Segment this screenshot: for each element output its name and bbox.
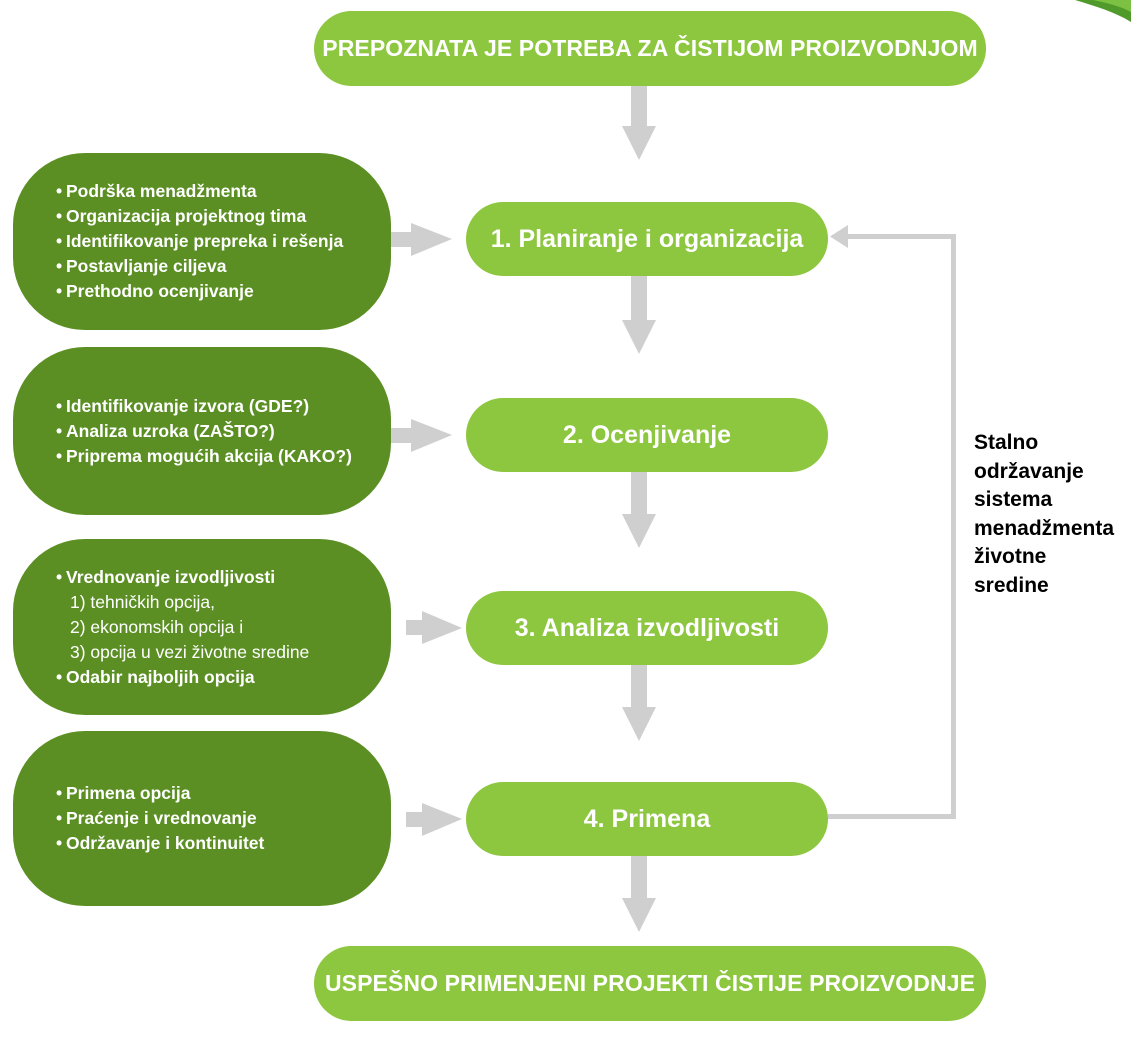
list-item: Postavljanje ciljeva xyxy=(56,254,391,279)
side-shaft-2 xyxy=(391,428,411,443)
arrowhead-to-bottom xyxy=(622,898,656,932)
loop-bottom-segment xyxy=(828,814,956,819)
step-1-label: 1. Planiranje i organizacija xyxy=(490,224,804,253)
step-4-label: 4. Primena xyxy=(583,804,711,833)
list-sub-item: 1) tehničkih opcija, xyxy=(70,591,215,612)
loop-label-line: održavanje xyxy=(974,459,1084,483)
side-box-planning: Podrška menadžmenta Organizacija projekt… xyxy=(13,153,391,330)
loop-arrowhead xyxy=(830,225,848,248)
arrowhead-to-step3 xyxy=(622,514,656,548)
list-sub-item: 2) ekonomskih opcija i xyxy=(70,616,244,637)
arrowhead-to-step4 xyxy=(622,707,656,741)
list-item: Primena opcija xyxy=(56,781,391,806)
side-shaft-4 xyxy=(406,812,422,827)
side-shaft-1 xyxy=(391,232,411,247)
step-3-box: 3. Analiza izvodljivosti xyxy=(466,591,828,665)
list-item: Analiza uzroka (ZAŠTO?) xyxy=(56,419,391,444)
side-box-planning-list: Podrška menadžmenta Organizacija projekt… xyxy=(56,179,391,304)
end-box-label: USPEŠNO PRIMENJENI PROJEKTI ČISTIJE PROI… xyxy=(324,970,976,996)
side-box-feasibility: Vrednovanje izvodljivosti 1) tehničkih o… xyxy=(13,539,391,715)
arrowhead-to-step2 xyxy=(622,320,656,354)
list-sub-item: 3) opcija u vezi životne sredine xyxy=(70,641,310,662)
side-arrowhead-2 xyxy=(411,419,452,452)
side-box-feasibility-list: Vrednovanje izvodljivosti 1) tehničkih o… xyxy=(56,565,391,690)
shaft-top-to-step1 xyxy=(631,86,647,126)
shaft-step1-to-step2 xyxy=(631,276,647,320)
loop-label-line: menadžmenta xyxy=(974,516,1115,540)
list-item: Priprema mogućih akcija (KAKO?) xyxy=(56,444,391,469)
list-item: Odabir najboljih opcija xyxy=(56,665,391,690)
step-3-label: 3. Analiza izvodljivosti xyxy=(514,613,780,642)
list-item: Identifikovanje izvora (GDE?) xyxy=(56,394,391,419)
loop-label-line: životne xyxy=(974,545,1047,568)
side-arrowhead-1 xyxy=(411,223,452,256)
shaft-step4-to-bottom xyxy=(631,856,647,898)
side-box-assessment: Identifikovanje izvora (GDE?) Analiza uz… xyxy=(13,347,391,515)
side-arrowhead-4 xyxy=(422,803,462,836)
side-box-implementation: Primena opcija Praćenje i vrednovanje Od… xyxy=(13,731,391,906)
list-item: Praćenje i vrednovanje xyxy=(56,806,391,831)
side-box-implementation-list: Primena opcija Praćenje i vrednovanje Od… xyxy=(56,781,391,856)
list-item: Vrednovanje izvodljivosti xyxy=(56,565,391,590)
feedback-loop-label: Stalno održavanje sistema menadžmenta ži… xyxy=(974,429,1131,600)
list-item: Identifikovanje prepreka i rešenja xyxy=(56,229,391,254)
loop-label-line: sredine xyxy=(974,573,1049,597)
list-item: Podrška menadžmenta xyxy=(56,179,391,204)
list-item: Održavanje i kontinuitet xyxy=(56,831,391,856)
loop-label-line: sistema xyxy=(974,488,1053,511)
loop-vertical-segment xyxy=(951,234,956,819)
end-box: USPEŠNO PRIMENJENI PROJEKTI ČISTIJE PROI… xyxy=(314,946,986,1021)
step-2-label: 2. Ocenjivanje xyxy=(562,420,732,449)
step-4-box: 4. Primena xyxy=(466,782,828,856)
corner-leaf-decoration xyxy=(1075,0,1131,22)
side-arrowhead-3 xyxy=(422,611,462,644)
shaft-step2-to-step3 xyxy=(631,472,647,514)
list-item: Organizacija projektnog tima xyxy=(56,204,391,229)
loop-top-segment xyxy=(846,234,956,239)
step-1-box: 1. Planiranje i organizacija xyxy=(466,202,828,276)
start-box-label: PREPOZNATA JE POTREBA ZA ČISTIJOM PROIZV… xyxy=(322,35,978,61)
side-box-assessment-list: Identifikovanje izvora (GDE?) Analiza uz… xyxy=(56,394,391,469)
start-box: PREPOZNATA JE POTREBA ZA ČISTIJOM PROIZV… xyxy=(314,11,986,86)
arrowhead-to-step1 xyxy=(622,126,656,160)
shaft-step3-to-step4 xyxy=(631,665,647,707)
step-2-box: 2. Ocenjivanje xyxy=(466,398,828,472)
side-shaft-3 xyxy=(406,620,422,635)
list-item: Prethodno ocenjivanje xyxy=(56,279,391,304)
loop-label-line: Stalno xyxy=(974,431,1039,454)
